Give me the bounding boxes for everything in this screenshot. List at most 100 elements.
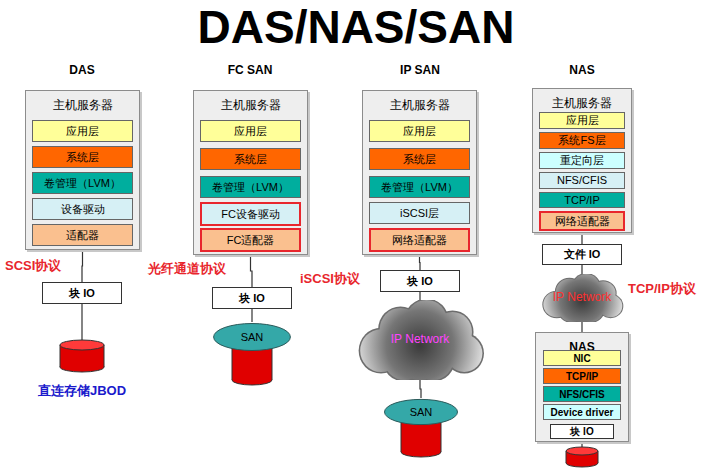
protocol-label: TCP/IP协议 [628,282,696,296]
protocol-label: SCSI协议 [5,259,61,273]
io-label: 块 IO [407,275,433,287]
layer-box: iSCSI层 [369,202,470,224]
highlight-layer-box: 网络适配器 [539,211,625,231]
host-server-box: 主机服务器应用层系统层卷管理（LVM） iSCSI层网络适配器 [362,90,477,255]
layer-box: NIC [543,350,621,366]
host-title: 主机服务器 [552,97,612,110]
cylinder-side [232,348,233,380]
io-label: 文件 IO [564,248,601,260]
highlight-layer-box: FC适配器 [200,228,301,252]
protocol-label: iSCSI协议 [300,272,360,286]
layer-box: 系统层 [200,148,301,170]
layer-box: NFS/CFIS [543,386,621,402]
connector-line [419,292,420,300]
layer-label: TCP/IP [564,194,599,206]
layer-box: 设备驱动 [32,198,133,220]
layer-label: 网络适配器 [392,234,447,246]
disk-cylinder [60,340,104,372]
storage-label: 直连存储JBOD [38,384,126,398]
host-server-box: 主机服务器应用层系统FS层重定向层 NFS/CFIS TCP/IP 网络适配器 [532,88,632,233]
cylinder-side [441,422,442,452]
cylinder-side [566,451,567,463]
layer-box: 适配器 [32,224,133,246]
layer-box: 系统层 [369,148,470,170]
san-ellipse: SAN [212,322,292,352]
layer-label: 适配器 [66,229,99,241]
cylinder-side [598,451,599,463]
connector-line [420,380,421,398]
connector-line [251,309,252,322]
io-label: 块 IO [69,287,95,299]
layer-label: 卷管理（LVM） [381,181,458,193]
nas-device-box: NASNICTCP/IPNFS/CFISDevice driver块 IO [535,332,629,442]
disk-cylinder [401,422,441,457]
connector-line [581,233,582,244]
host-title: 主机服务器 [221,99,281,112]
layer-box: 重定向层 [539,152,625,169]
io-box: 块 IO [550,424,614,439]
layer-label: NFS/CFIS [559,389,605,400]
layer-label: 网络适配器 [555,215,610,227]
io-label: 块 IO [570,426,593,437]
cylinder-top [566,447,598,455]
host-server-box: 主机服务器应用层系统层卷管理（LVM） 设备驱动适配器 [25,90,140,250]
layer-label: 系统层 [234,153,267,165]
io-box: 块 IO [212,287,292,309]
cylinder-side [272,348,273,380]
host-title: 主机服务器 [53,99,113,112]
layer-label: 设备驱动 [61,203,105,215]
io-wire [81,304,82,341]
layer-label: 应用层 [566,114,599,126]
layer-box: NFS/CFIS [539,172,625,189]
layer-box: 应用层 [369,120,470,142]
cylinder-side [60,345,61,367]
layer-label: TCP/IP [566,371,598,382]
layer-label: 卷管理（LVM） [44,177,121,189]
network-label: IP Network [553,291,611,304]
san-label: SAN [410,406,433,418]
layer-box: 应用层 [200,120,301,142]
san-ellipse: SAN [383,398,459,426]
highlight-layer-box: FC设备驱动 [200,202,301,226]
cylinder-body [232,348,272,380]
io-box: 块 IO [380,270,460,292]
connector-line [581,322,582,332]
io-box: 文件 IO [542,244,622,265]
cylinder-side [401,422,402,452]
protocol-label: 光纤通道协议 [148,262,226,276]
diagram-title: DAS/NAS/SAN [198,2,515,53]
network-cloud: IP Network [355,300,485,380]
layer-label: 应用层 [403,125,436,137]
layer-label: 系统层 [66,151,99,163]
layer-label: 重定向层 [560,154,604,166]
host-title: 主机服务器 [390,99,450,112]
layer-label: 应用层 [234,125,267,137]
layer-label: 系统层 [403,153,436,165]
layer-label: NFS/CFIS [557,174,607,186]
layer-box: 卷管理（LVM） [32,172,133,194]
io-wire [581,442,582,447]
cylinder-top [60,340,104,350]
layer-label: FC设备驱动 [221,208,280,220]
column-heading: FC SAN [228,64,273,77]
san-ellipse-shape [214,324,291,351]
io-box: 块 IO [42,282,122,304]
layer-label: NIC [573,353,590,364]
highlight-layer-box: 网络适配器 [369,228,470,252]
layer-label: Device driver [551,407,614,418]
cylinder-side [104,345,105,367]
column-heading: DAS [69,64,94,77]
column-heading: IP SAN [400,64,440,77]
connector-line [581,265,582,274]
layer-box: TCP/IP [543,368,621,384]
layer-box: 应用层 [32,120,133,142]
network-label: IP Network [391,333,449,346]
disk-cylinder [566,447,598,467]
layer-label: 应用层 [66,125,99,137]
cylinder-body [401,422,441,452]
layer-label: FC适配器 [227,234,275,246]
layer-label: 系统FS层 [558,134,605,146]
san-label: SAN [241,331,264,343]
